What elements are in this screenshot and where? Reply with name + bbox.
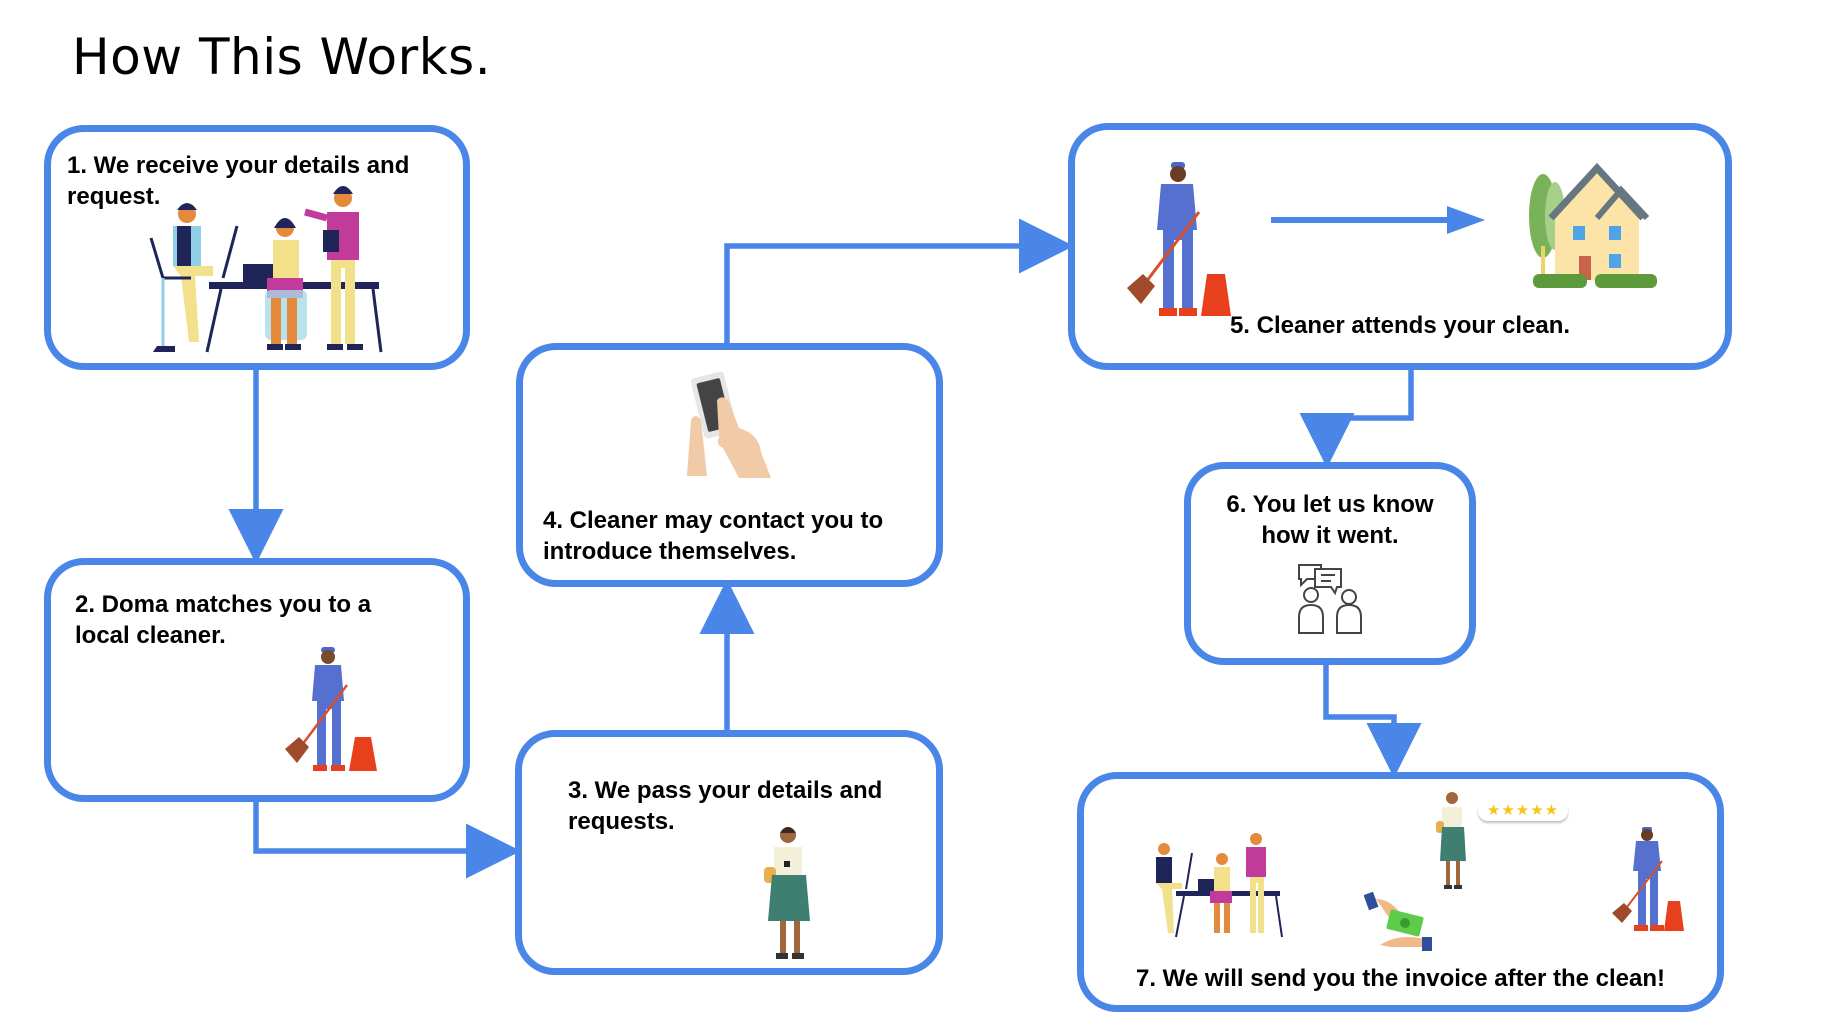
cleaner-with-broom-illustration (285, 647, 377, 771)
step-3-label: 3. We pass your details and requests. (568, 777, 883, 835)
step-6-card: 6. You let us know how it went. (1184, 462, 1476, 665)
step-3-card: 3. We pass your details and requests. (515, 730, 943, 975)
step-4-card: 4. Cleaner may contact you to introduce … (516, 343, 943, 587)
cleaner-with-broom-illustration (1612, 827, 1684, 931)
five-star-rating: ★★★★★ (1478, 801, 1568, 821)
connector-2-to-3 (253, 800, 521, 879)
step-7-label: 7. We will send you the invoice after th… (1135, 965, 1666, 992)
star-icon: ★ (1501, 802, 1516, 819)
step-2-label: 2. Doma matches you to a local cleaner. (75, 591, 372, 649)
customer-woman-illustration (764, 827, 810, 959)
connector-6-to-7 (1323, 663, 1422, 778)
star-icon: ★ (1544, 802, 1560, 819)
step-1-label: 1. We receive your details and request. (67, 152, 410, 210)
office-team-illustration (149, 186, 383, 353)
connector-5-to-6 (1299, 368, 1414, 468)
step-2-card: 2. Doma matches you to a local cleaner. (44, 558, 470, 802)
step-6-label: 6. You let us know how it went. (1226, 491, 1434, 549)
star-icon: ★ (1486, 802, 1502, 819)
cleaner-illustration (1127, 162, 1231, 316)
step-5-card: 5. Cleaner attends your clean. (1068, 123, 1732, 370)
people-chatting-icon (1298, 564, 1362, 634)
payment-hands-icon (1364, 891, 1432, 951)
star-icon: ★ (1515, 802, 1531, 819)
step-7-card: ★★★★★ 7. We will send you the invoice af… (1077, 772, 1724, 1012)
connector-4-to-5 (724, 218, 1074, 343)
office-team-illustration (1156, 833, 1283, 938)
house-icon (1529, 162, 1657, 288)
step-1-card: 1. We receive your details and request. (44, 125, 470, 370)
step-4-label: 4. Cleaner may contact you to introduce … (543, 507, 884, 565)
customer-woman-illustration (1436, 792, 1466, 889)
page-title: How This Works. (72, 28, 492, 86)
step-5-label: 5. Cleaner attends your clean. (1229, 312, 1571, 339)
arrow-right-icon (1271, 206, 1485, 234)
hands-holding-phone-illustration (687, 371, 771, 478)
star-icon: ★ (1530, 802, 1545, 819)
